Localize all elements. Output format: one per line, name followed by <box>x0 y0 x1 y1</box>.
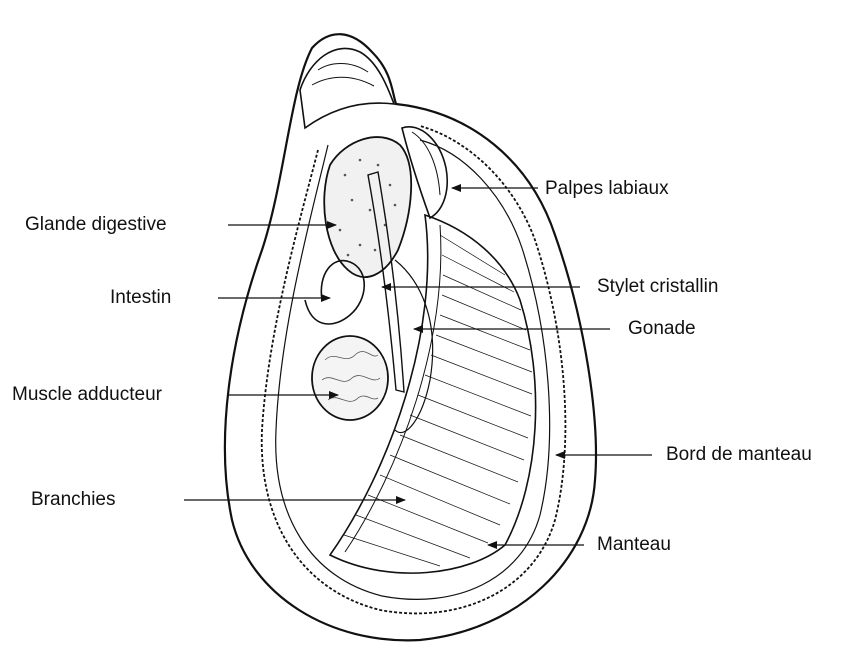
label-manteau: Manteau <box>597 534 671 556</box>
label-bord-de-manteau: Bord de manteau <box>666 444 812 466</box>
label-muscle-adducteur: Muscle adducteur <box>12 384 162 406</box>
label-branchies: Branchies <box>31 489 116 511</box>
label-stylet-cristallin: Stylet cristallin <box>597 276 718 298</box>
label-palpes-labiaux: Palpes labiaux <box>545 178 669 200</box>
adductor-muscle <box>312 336 388 420</box>
label-intestin: Intestin <box>110 287 171 309</box>
shell-outline <box>225 34 596 640</box>
label-glande-digestive: Glande digestive <box>25 214 167 236</box>
digestive-gland <box>324 137 411 277</box>
label-gonade: Gonade <box>628 318 696 340</box>
